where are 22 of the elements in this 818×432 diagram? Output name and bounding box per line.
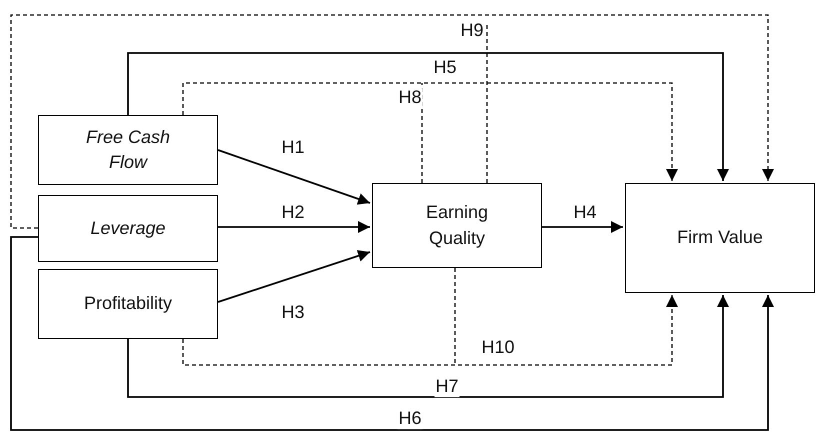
process-box — [625, 183, 815, 293]
dashed-arrow — [182, 82, 678, 181]
box-label: Leverage — [90, 216, 166, 240]
box-label: Free Cash Flow — [84, 126, 172, 174]
arrow — [127, 295, 729, 398]
process-box — [38, 195, 218, 262]
edge-label: H8 — [398, 88, 422, 108]
arrow — [218, 149, 370, 205]
process-box — [38, 269, 218, 339]
box-label: Earning Quality — [424, 201, 490, 250]
box-label: Firm Value — [677, 226, 763, 250]
dashed-arrow — [182, 295, 678, 366]
arrow — [218, 250, 370, 303]
arrow — [542, 221, 623, 233]
dashed-arrow — [10, 14, 774, 229]
box-label: Profitability — [84, 292, 172, 316]
arrow — [218, 221, 370, 233]
edge-label: H7 — [434, 377, 460, 397]
process-box — [372, 183, 542, 268]
process-box — [38, 115, 218, 185]
arrow — [10, 236, 774, 431]
arrow — [127, 52, 729, 181]
